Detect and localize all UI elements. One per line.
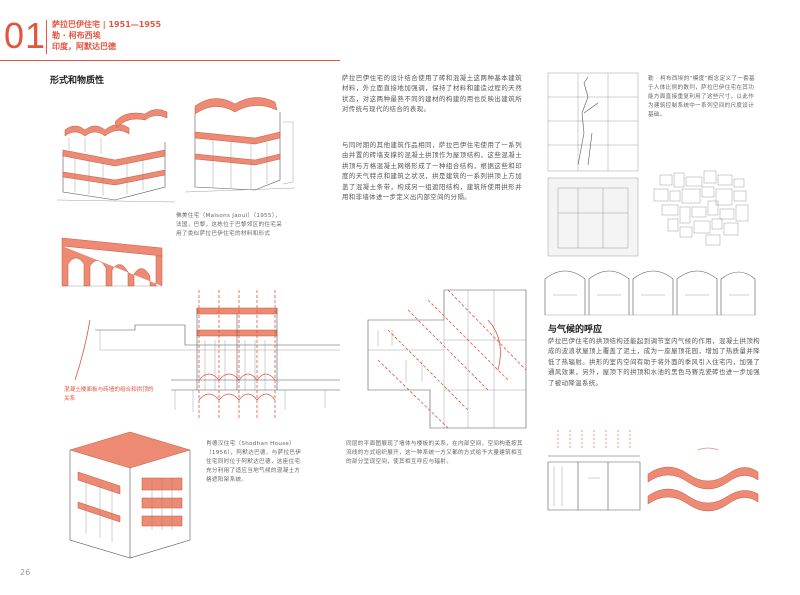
- paragraph-climate: 萨拉巴伊住宅的拱顶结构还能起到调节室内气候的作用，混凝土拱顶构成的波浪状屋顶上覆…: [548, 337, 760, 387]
- caption-maisons-jaoul: 佛美住宅（Maisons Jaoul）（1955），法国，巴黎，这栋位于巴黎郊区…: [176, 213, 283, 237]
- caption-plan: 同层的平面图展现了墙体与楼板的关系，在内部空间，空间构造按其流线的方式组织展开，…: [346, 441, 523, 465]
- interior-photo: [547, 177, 639, 257]
- section-title-climate: 与气候的呼应: [548, 325, 603, 335]
- modulor-figure: [547, 72, 639, 172]
- chapter-number: 01: [4, 15, 47, 56]
- location: 印度，阿默达巴德: [52, 42, 116, 51]
- maisons-jaoul-sketch: [56, 97, 296, 203]
- caption-modulor: 勒 · 柯布西埃的“模度”概念定义了一套基于人体比例的数列，萨拉巴伊住宅在其功能…: [648, 76, 755, 118]
- chapter-divider: [46, 20, 47, 54]
- header-rule: [0, 60, 340, 61]
- section-title-form: 形式和物质性: [50, 76, 105, 86]
- section-diagram: [74, 290, 340, 418]
- floor-plan: [367, 289, 527, 429]
- modulor-panels: [653, 170, 749, 246]
- climate-diagram: [547, 430, 759, 512]
- red-annotation: 混凝土楼面板与砖墙的组合和拱顶的关系: [64, 387, 154, 402]
- shodhan-house-sketch: [69, 431, 191, 559]
- caption-shodhan: 肖德汉住宅（Shodhan House）（1956），阿默达巴德，与萨拉巴伊住宅…: [206, 441, 302, 483]
- paragraph-form-1: 萨拉巴伊住宅的设计结合使用了砖和混凝土这两种基本建筑材料，外立面直接地加强调，保…: [342, 74, 522, 114]
- paragraph-form-2: 与同时期的其他建筑作品相同，萨拉巴伊住宅使用了一系列由并置的砖墙支撑的混凝土拱顶…: [342, 141, 522, 202]
- architect-name: 勒 · 柯布西埃: [52, 31, 101, 40]
- chapter-title: 萨拉巴伊住宅 | 1951—1955: [52, 20, 162, 29]
- vault-section-row: [544, 270, 756, 316]
- vault-diagram: [61, 237, 163, 287]
- page-number: 26: [20, 568, 31, 577]
